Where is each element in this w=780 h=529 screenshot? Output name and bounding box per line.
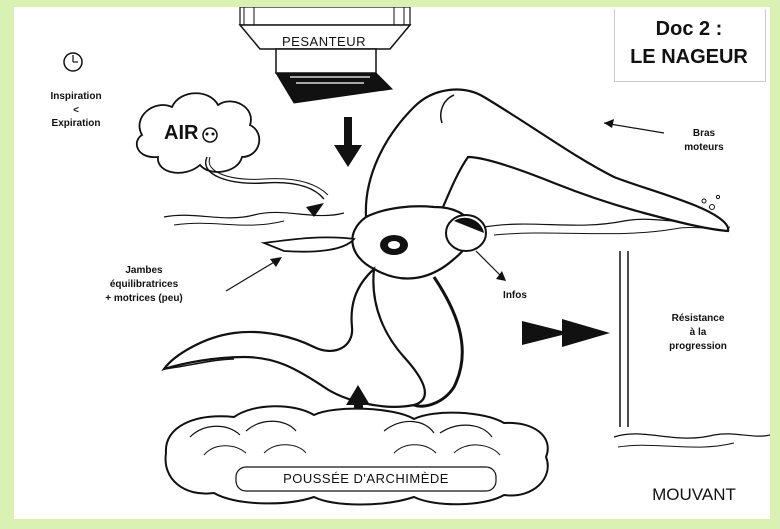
archimedes-cushion xyxy=(166,406,548,504)
jambes-label-line3: + motrices (peu) xyxy=(74,293,214,306)
jambes-label-line1: Jambes xyxy=(74,265,214,278)
expiration-label: Expiration xyxy=(28,118,124,131)
bras-label-line2: moteurs xyxy=(664,142,744,155)
less-than-label: < xyxy=(28,105,124,118)
air-label: AIR xyxy=(164,121,214,146)
diagram-drawing xyxy=(14,7,770,519)
resistance-label-line3: progression xyxy=(648,341,748,354)
bras-label-line1: Bras xyxy=(664,128,744,141)
inspiration-label: Inspiration xyxy=(28,91,124,104)
diagram-canvas: Doc 2 : LE NAGEUR PESANTEUR AIR Inspirat… xyxy=(14,7,770,519)
right-arrow-icon xyxy=(522,319,610,347)
down-arrow-icon xyxy=(334,117,362,167)
mouvant-label: MOUVANT xyxy=(624,484,764,505)
doc-title-line2: LE NAGEUR xyxy=(614,45,764,70)
doc-title-line1: Doc 2 : xyxy=(614,17,764,42)
jambes-label-line2: équilibratrices xyxy=(74,279,214,292)
infos-label: Infos xyxy=(490,290,540,303)
resistance-label-line1: Résistance xyxy=(648,313,748,326)
pesanteur-label: PESANTEUR xyxy=(264,34,384,50)
clock-icon xyxy=(64,53,82,71)
pesanteur-weight-icon xyxy=(240,7,410,103)
cloud-icon xyxy=(137,93,328,199)
resistance-label-line2: à la xyxy=(648,327,748,340)
poussee-label: POUSSÉE D'ARCHIMÈDE xyxy=(236,471,496,487)
